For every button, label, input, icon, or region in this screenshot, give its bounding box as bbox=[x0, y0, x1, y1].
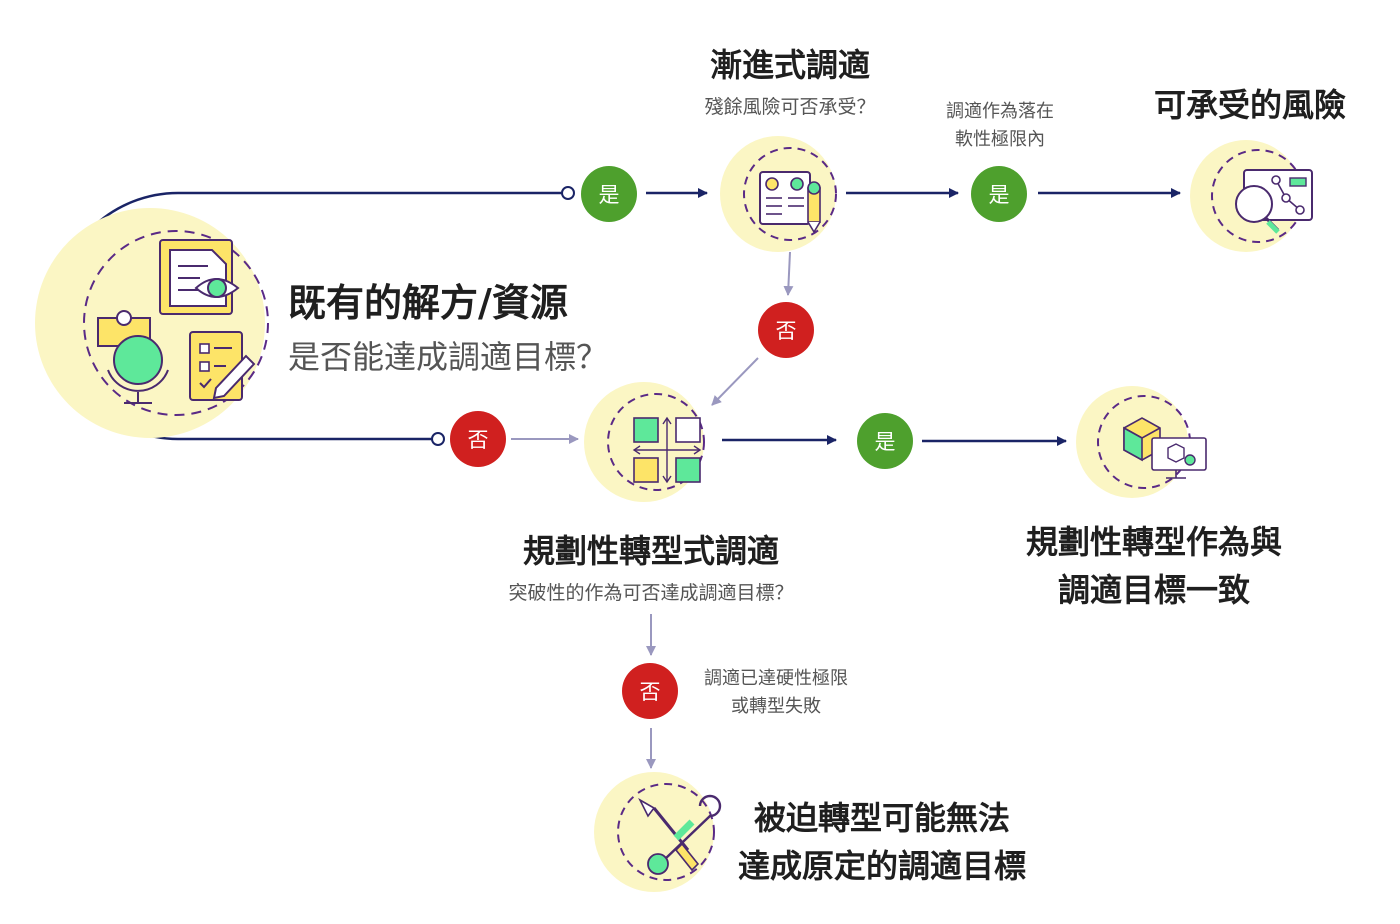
planned-title: 規劃性轉型式調適 bbox=[522, 532, 779, 570]
planned-question: 突破性的作為可否達成調適目標？ bbox=[508, 582, 794, 604]
cube-monitor-gear-icon bbox=[1076, 386, 1207, 498]
soft-limit-note-line1: 調適作為落在 bbox=[946, 101, 1054, 122]
yes-badge-start: 是 bbox=[581, 166, 637, 222]
forced-label: 被迫轉型可能無法 達成原定的調適目標 bbox=[722, 794, 1042, 890]
yes-badge-incremental: 是 bbox=[971, 166, 1027, 222]
plus-minus-document-pencil-icon bbox=[720, 136, 837, 252]
acceptable-title: 可承受的風險 bbox=[1153, 86, 1346, 124]
no-badge-planned: 否 bbox=[622, 663, 678, 719]
hard-limit-note: 調適已達硬性極限 或轉型失敗 bbox=[686, 665, 866, 721]
forced-line1: 被迫轉型可能無法 bbox=[753, 799, 1010, 837]
grid-squares-arrows-icon bbox=[584, 382, 705, 502]
start-question: 是否能達成調適目標？ bbox=[288, 338, 609, 376]
yes-badge-planned: 是 bbox=[857, 413, 913, 469]
magnifier-chart-monitor-icon bbox=[1190, 140, 1313, 252]
documents-eye-puzzle-globe-checklist-icon bbox=[35, 208, 269, 438]
soft-limit-note: 調適作為落在 軟性極限內 bbox=[920, 98, 1080, 154]
forced-line2: 達成原定的調適目標 bbox=[737, 847, 1026, 885]
arrow-no-to-planned bbox=[711, 357, 759, 406]
connector-node-bottom bbox=[431, 432, 445, 446]
arrow-incremental-down bbox=[783, 251, 794, 296]
wrench-screwdriver-icon bbox=[594, 772, 722, 892]
hard-limit-note-line2: 或轉型失敗 bbox=[731, 696, 821, 717]
incremental-question: 殘餘風險可否承受？ bbox=[704, 96, 876, 118]
hard-limit-note-line1: 調適已達硬性極限 bbox=[704, 668, 848, 689]
no-badge-incremental: 否 bbox=[758, 302, 814, 358]
no-badge-start: 否 bbox=[450, 411, 506, 467]
connector-node-top bbox=[561, 186, 575, 200]
aligned-label: 規劃性轉型作為與 調適目標一致 bbox=[1006, 518, 1302, 614]
start-title: 既有的解方/資源 bbox=[288, 281, 568, 325]
aligned-line1: 規劃性轉型作為與 bbox=[1025, 523, 1282, 561]
aligned-line2: 調適目標一致 bbox=[1057, 571, 1250, 609]
soft-limit-note-line2: 軟性極限內 bbox=[955, 129, 1045, 150]
incremental-title: 漸進式調適 bbox=[709, 46, 870, 84]
